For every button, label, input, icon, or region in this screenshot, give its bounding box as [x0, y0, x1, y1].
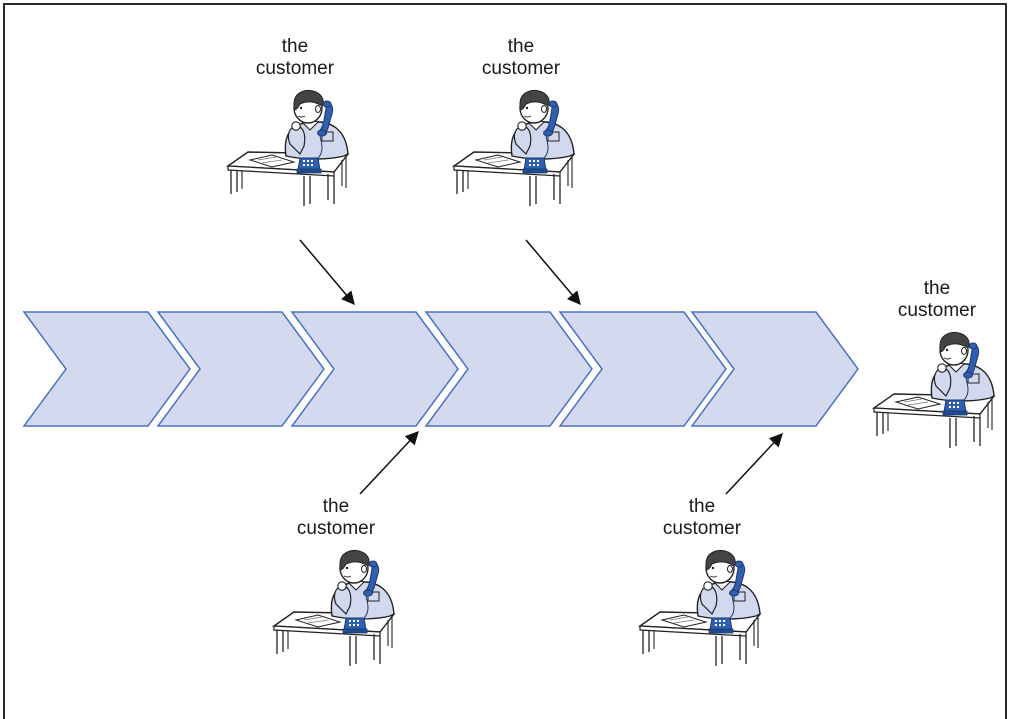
person-on-phone-at-desk-icon [639, 549, 761, 667]
process-step-3 [290, 311, 459, 427]
customer-label: the customer [897, 278, 977, 321]
customer-label: the customer [481, 36, 561, 79]
arrow-icon [299, 239, 355, 306]
arrow-icon [525, 239, 581, 306]
process-step-5 [558, 311, 727, 427]
customer-label: the customer [255, 36, 335, 79]
process-step-2 [156, 311, 325, 427]
person-on-phone-at-desk-icon [873, 331, 995, 449]
customer-label: the customer [662, 496, 742, 539]
process-step-4 [424, 311, 593, 427]
connector-arrows [299, 239, 783, 495]
diagram-frame [3, 3, 1007, 719]
person-on-phone-at-desk-icon [453, 89, 575, 207]
arrow-icon [725, 433, 783, 495]
process-chevrons [22, 311, 859, 427]
process-step-1 [22, 311, 191, 427]
customer-label: the customer [296, 496, 376, 539]
person-on-phone-at-desk-icon [273, 549, 395, 667]
arrow-icon [359, 431, 419, 495]
process-step-6 [690, 311, 859, 427]
person-on-phone-at-desk-icon [227, 89, 349, 207]
